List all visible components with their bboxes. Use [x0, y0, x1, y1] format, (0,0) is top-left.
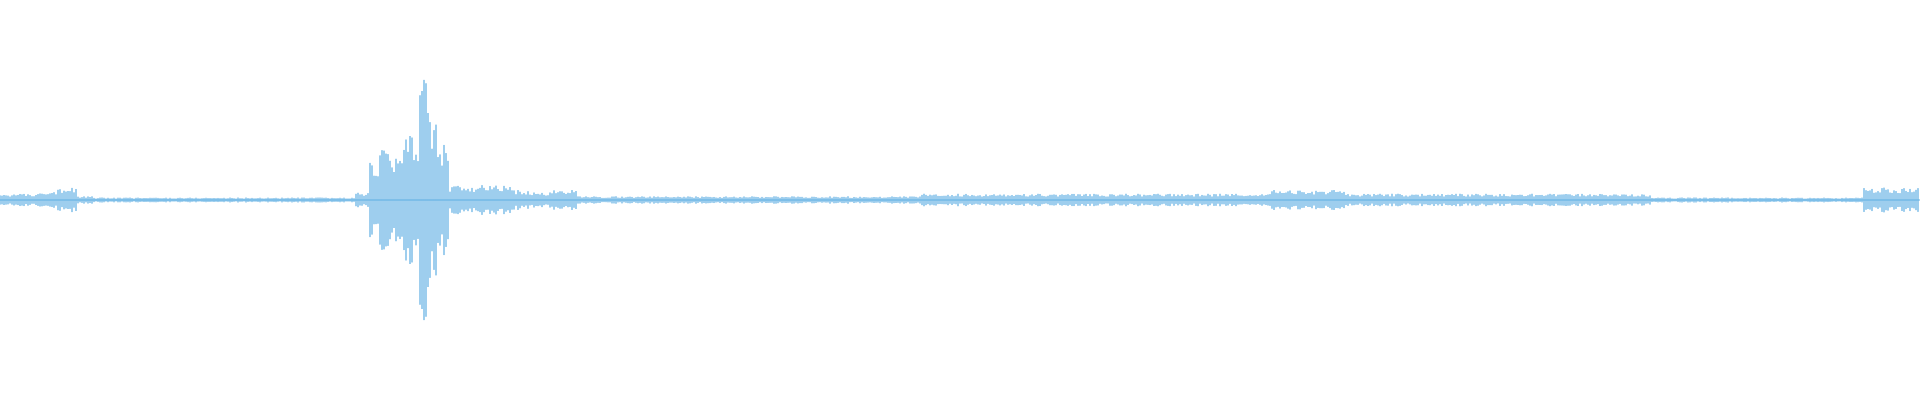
waveform-bars — [0, 79, 1919, 321]
